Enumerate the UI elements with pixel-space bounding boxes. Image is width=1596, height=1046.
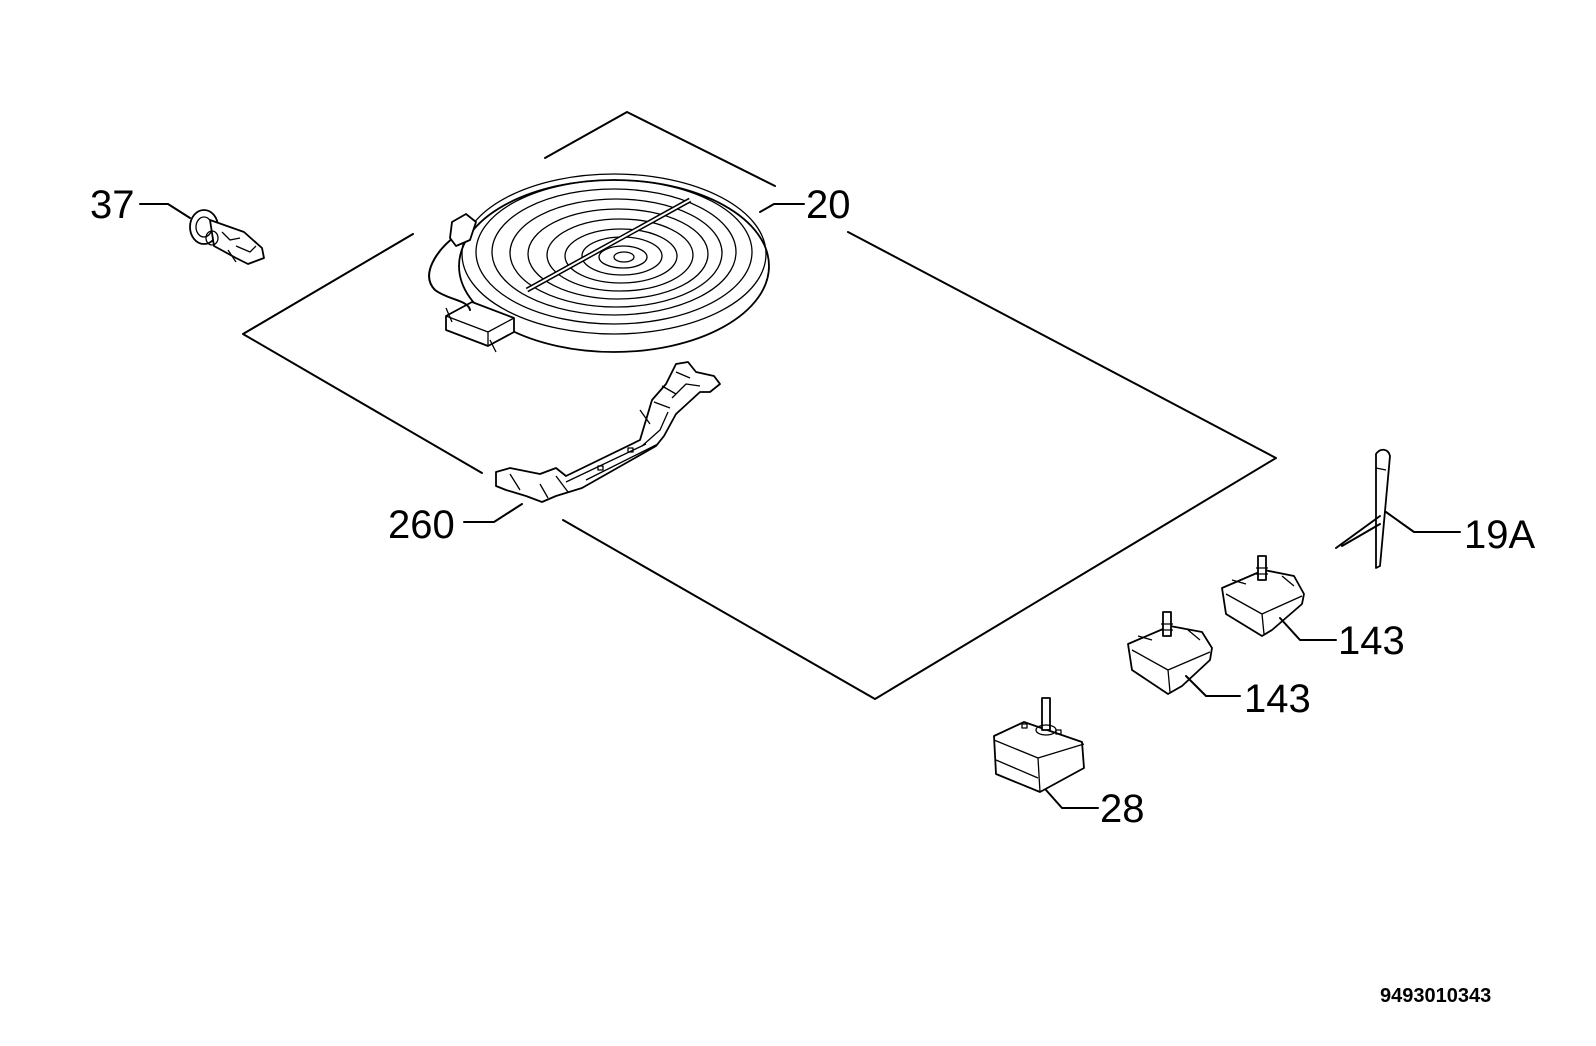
- clip-part-37: [189, 209, 265, 265]
- callout-260: 260: [388, 503, 455, 547]
- hob-outline: [242, 111, 1277, 700]
- callout-37: 37: [90, 183, 135, 227]
- sensor-part-19a: [1335, 448, 1391, 569]
- callout-20: 20: [806, 183, 851, 227]
- leader-lines: [139, 203, 1461, 809]
- callout-143-upper: 143: [1338, 619, 1405, 663]
- bracket-part-260: [495, 361, 721, 503]
- callout-143-lower: 143: [1244, 677, 1311, 721]
- callout-28: 28: [1100, 787, 1145, 831]
- heating-element-part-20: [428, 173, 770, 353]
- regulator-part-143-lower: [1127, 611, 1213, 695]
- switch-part-28: [993, 697, 1085, 793]
- regulator-part-143-upper: [1221, 555, 1305, 637]
- document-number: 9493010343: [1380, 985, 1491, 1007]
- callout-19a: 19A: [1464, 513, 1535, 557]
